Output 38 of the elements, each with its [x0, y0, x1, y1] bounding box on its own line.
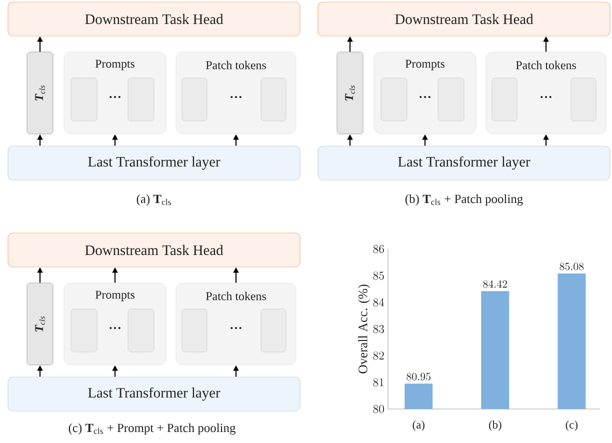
caption: (c) T$_{cls}$ + Prompt + Patch pooling	[68, 423, 236, 435]
token-box	[438, 78, 464, 122]
token-box	[70, 78, 98, 122]
head-box: Downstream Task Head	[8, 232, 300, 268]
layer-box: Last Transformer layer	[8, 146, 300, 180]
y-axis-title: Overall Acc. (%)	[358, 284, 370, 374]
caption: (a) T$_{cls}$	[136, 194, 171, 206]
x-tick-label: (a)	[412, 420, 424, 431]
token-box	[492, 78, 518, 122]
token-box	[260, 78, 286, 122]
y-tick-label: 81	[373, 378, 384, 386]
data-label: 80.95	[406, 372, 430, 380]
data-label: 85.08	[560, 262, 584, 270]
y-tick-label: 86	[373, 244, 384, 254]
token-box: T$_{cls}$	[26, 282, 54, 366]
caption: (b) T$_{cls}$ + Patch pooling	[405, 194, 523, 206]
token-box	[70, 308, 98, 352]
token-box	[570, 78, 596, 122]
token-box	[128, 308, 154, 352]
token-box: T$_{cls}$	[26, 52, 54, 134]
y-tick-label: 80	[373, 404, 384, 414]
token-box	[128, 78, 154, 122]
token-box	[380, 78, 408, 122]
x-tick-label: (b)	[488, 420, 502, 431]
layer-box: Last Transformer layer	[8, 376, 300, 412]
y-tick-label: 83	[373, 324, 384, 334]
head-box: Downstream Task Head	[8, 2, 300, 36]
token-box	[182, 308, 208, 352]
layer-box: Last Transformer layer	[318, 146, 610, 180]
data-label: 84.42	[483, 280, 508, 288]
head-box: Downstream Task Head	[318, 2, 610, 36]
x-tick-label: (c)	[566, 420, 578, 431]
token-box	[260, 308, 286, 352]
token-box	[182, 78, 208, 122]
token-box: T$_{cls}$	[336, 52, 364, 134]
y-tick-label: 85	[373, 272, 384, 280]
y-tick-label: 82	[373, 352, 384, 360]
y-tick-label: 84	[373, 298, 384, 306]
